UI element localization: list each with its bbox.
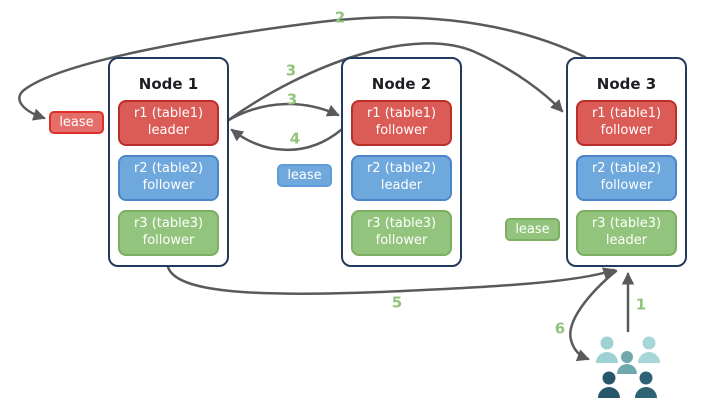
replica-role: follower bbox=[600, 178, 653, 193]
replica-node2-r2-leader: r2 (table2) leader bbox=[351, 155, 452, 201]
replica-role: follower bbox=[375, 233, 428, 248]
step-label-3a: 3 bbox=[285, 61, 297, 80]
step-label-2: 2 bbox=[334, 8, 346, 27]
replica-node3-r3-leader: r3 (table3) leader bbox=[576, 210, 677, 256]
lease-badge-green: lease bbox=[505, 218, 560, 241]
arrow-step-4-node2-to-node1 bbox=[230, 128, 343, 152]
replica-name: r1 (table1) bbox=[133, 106, 204, 122]
node-3-title: Node 3 bbox=[596, 75, 657, 93]
arrow-step-3-node1-to-node2 bbox=[225, 102, 340, 123]
replica-node1-r2-follower: r2 (table2) follower bbox=[118, 155, 219, 201]
node-3: Node 3 r1 (table1) follower r2 (table2) … bbox=[566, 57, 687, 267]
node-1: Node 1 r1 (table1) leader r2 (table2) fo… bbox=[108, 57, 229, 267]
step-label-4: 4 bbox=[289, 129, 301, 148]
replica-role: leader bbox=[147, 123, 190, 138]
replica-name: r2 (table2) bbox=[133, 161, 204, 177]
replica-role: follower bbox=[142, 178, 195, 193]
arrow-step-3-node1-to-node3 bbox=[225, 42, 564, 123]
step-label-1: 1 bbox=[635, 295, 647, 314]
arrow-step-5-node1-to-node3 bbox=[166, 265, 616, 295]
step-label-3b: 3 bbox=[286, 90, 298, 109]
replica-node1-r3-follower: r3 (table3) follower bbox=[118, 210, 219, 256]
node-2-title: Node 2 bbox=[371, 75, 432, 93]
replica-name: r3 (table3) bbox=[591, 216, 662, 232]
node-2: Node 2 r1 (table1) follower r2 (table2) … bbox=[341, 57, 462, 267]
replica-role: follower bbox=[142, 233, 195, 248]
replica-name: r2 (table2) bbox=[366, 161, 437, 177]
lease-badge-red: lease bbox=[49, 111, 104, 134]
replica-role: leader bbox=[380, 178, 423, 193]
replica-name: r1 (table1) bbox=[591, 106, 662, 122]
replica-role: leader bbox=[605, 233, 648, 248]
replica-node3-r2-follower: r2 (table2) follower bbox=[576, 155, 677, 201]
node-1-title: Node 1 bbox=[138, 75, 199, 93]
replica-node2-r3-follower: r3 (table3) follower bbox=[351, 210, 452, 256]
step-label-6: 6 bbox=[554, 319, 566, 338]
replica-name: r3 (table3) bbox=[133, 216, 204, 232]
replica-name: r1 (table1) bbox=[366, 106, 437, 122]
arrow-step-6-node3-to-users bbox=[569, 269, 618, 362]
replica-name: r3 (table3) bbox=[366, 216, 437, 232]
step-label-5: 5 bbox=[391, 293, 403, 312]
replica-role: follower bbox=[375, 123, 428, 138]
replica-role: follower bbox=[600, 123, 653, 138]
replica-node1-r1-leader: r1 (table1) leader bbox=[118, 100, 219, 146]
arrow-step-2-node3-to-lease bbox=[18, 16, 587, 121]
replica-node3-r1-follower: r1 (table1) follower bbox=[576, 100, 677, 146]
replica-name: r2 (table2) bbox=[591, 161, 662, 177]
lease-badge-blue: lease bbox=[277, 164, 332, 187]
replica-node2-r1-follower: r1 (table1) follower bbox=[351, 100, 452, 146]
